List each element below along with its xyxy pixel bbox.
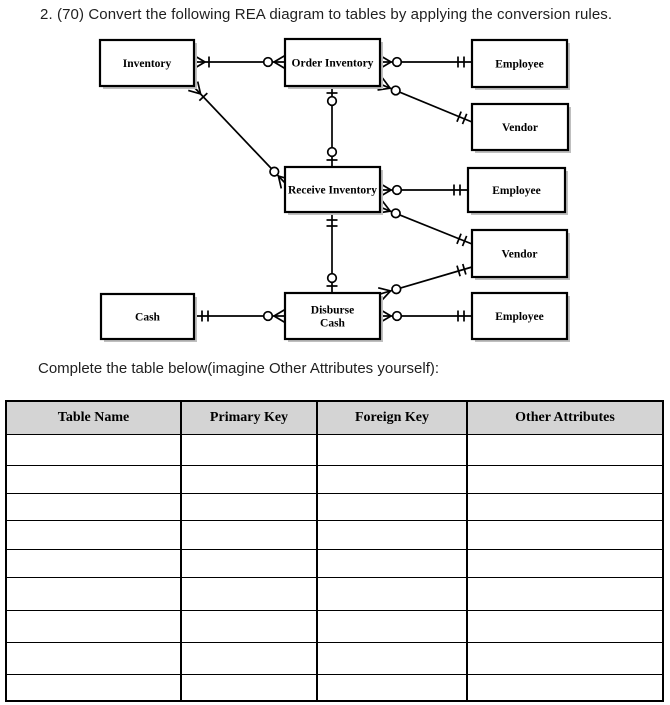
connection-receive-inventory-employee-receive <box>379 182 468 198</box>
table-cell-empty[interactable] <box>466 674 664 701</box>
table-cell-empty[interactable] <box>5 520 182 550</box>
table-cell-empty[interactable] <box>180 642 318 675</box>
entity-vendor-receive: Vendor <box>470 228 570 280</box>
table-cell-empty[interactable] <box>316 549 468 578</box>
table-row <box>5 493 664 521</box>
entity-label-employee-receive: Employee <box>492 185 541 197</box>
table-cell-empty[interactable] <box>466 577 664 611</box>
table-cell-empty[interactable] <box>316 577 468 611</box>
entity-label-receive-inventory: Receive Inventory <box>288 185 377 197</box>
table-cell-empty[interactable] <box>180 465 318 494</box>
entity-label-disburse-cash: Disburse <box>311 305 354 317</box>
entity-label-inventory: Inventory <box>123 58 172 70</box>
table-cell-empty[interactable] <box>5 610 182 643</box>
table-cell-empty[interactable] <box>180 610 318 643</box>
table-cell-empty[interactable] <box>5 642 182 675</box>
table-cell-empty[interactable] <box>180 549 318 578</box>
entity-label-vendor-order: Vendor <box>502 122 538 134</box>
connection-order-inventory-vendor-order <box>377 77 473 125</box>
header-primary-key: Primary Key <box>180 400 318 435</box>
table-row <box>5 577 664 611</box>
table-cell-empty[interactable] <box>5 493 182 521</box>
entity-employee-order: Employee <box>470 38 570 90</box>
entity-receive-inventory: Receive Inventory <box>283 165 383 215</box>
table-cell-empty[interactable] <box>316 465 468 494</box>
entity-label-employee-order: Employee <box>495 59 544 71</box>
table-cell-empty[interactable] <box>5 549 182 578</box>
table-cell-empty[interactable] <box>5 674 182 701</box>
header-table-name: Table Name <box>5 400 182 435</box>
entity-label-vendor-receive: Vendor <box>502 249 538 261</box>
entity-vendor-order: Vendor <box>470 102 571 153</box>
table-row <box>5 520 664 550</box>
connection-inventory-order-inventory <box>193 54 286 70</box>
table-cell-empty[interactable] <box>466 493 664 521</box>
table-cell-empty[interactable] <box>5 577 182 611</box>
table-cell-empty[interactable] <box>466 520 664 550</box>
table-row <box>5 434 664 466</box>
table-row <box>5 549 664 578</box>
connection-order-inventory-receive-inventory <box>326 86 338 167</box>
table-cell-empty[interactable] <box>316 610 468 643</box>
table-row <box>5 642 664 675</box>
entity-label-employee-disburse: Employee <box>495 311 544 323</box>
table-cell-empty[interactable] <box>5 434 182 466</box>
table-cell-empty[interactable] <box>316 434 468 466</box>
table-cell-empty[interactable] <box>316 520 468 550</box>
connection-order-inventory-employee-order <box>379 54 472 70</box>
entity-employee-disburse: Employee <box>470 291 570 342</box>
entity-label-cash: Cash <box>135 312 161 324</box>
table-header-row: Table Name Primary Key Foreign Key Other… <box>5 400 664 435</box>
entity-label-order-inventory: Order Inventory <box>292 58 374 70</box>
header-foreign-key: Foreign Key <box>316 400 468 435</box>
connection-disburse-cash-employee-disburse <box>379 308 472 324</box>
entity-cash: Cash <box>99 292 197 342</box>
table-instruction: Complete the table below(imagine Other A… <box>38 360 440 377</box>
header-other-attributes: Other Attributes <box>466 400 664 435</box>
table-cell-empty[interactable] <box>180 520 318 550</box>
connection-receive-inventory-disburse-cash <box>326 212 338 293</box>
table-cell-empty[interactable] <box>180 577 318 611</box>
table-cell-empty[interactable] <box>316 493 468 521</box>
entity-inventory: Inventory <box>98 38 197 89</box>
table-row <box>5 610 664 643</box>
table-cell-empty[interactable] <box>466 610 664 643</box>
entity-employee-receive: Employee <box>466 166 568 215</box>
table-row <box>5 465 664 494</box>
answer-table-body <box>5 434 664 701</box>
question-title: 2. (70) Convert the following REA diagra… <box>40 6 613 23</box>
table-cell-empty[interactable] <box>466 465 664 494</box>
table-cell-empty[interactable] <box>316 674 468 701</box>
answer-table: Table Name Primary Key Foreign Key Other… <box>5 400 664 702</box>
table-cell-empty[interactable] <box>180 434 318 466</box>
entity-label-disburse-cash: Cash <box>320 318 346 330</box>
connection-receive-inventory-vendor-receive <box>377 200 473 247</box>
table-cell-empty[interactable] <box>466 549 664 578</box>
table-cell-empty[interactable] <box>180 674 318 701</box>
table-cell-empty[interactable] <box>180 493 318 521</box>
connection-inventory-receive-inventory <box>188 81 291 189</box>
table-cell-empty[interactable] <box>5 465 182 494</box>
connection-cash-disburse-cash <box>194 308 286 324</box>
table-cell-empty[interactable] <box>466 434 664 466</box>
table-cell-empty[interactable] <box>466 642 664 675</box>
table-row <box>5 674 664 701</box>
entity-order-inventory: Order Inventory <box>283 37 383 89</box>
table-cell-empty[interactable] <box>316 642 468 675</box>
connection-disburse-cash-vendor-receive <box>377 263 473 301</box>
